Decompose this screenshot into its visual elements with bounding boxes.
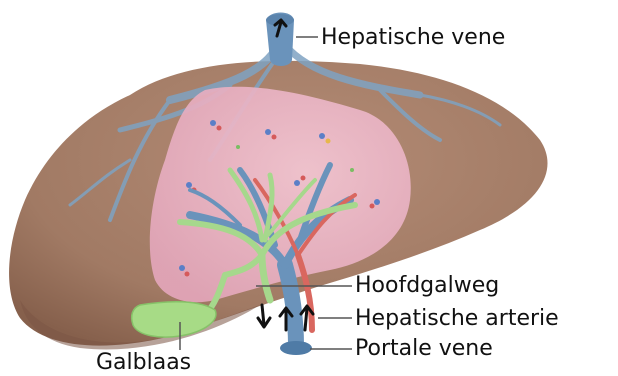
label-common-bile-duct: Hoofdgalweg (355, 274, 499, 298)
label-gallbladder: Galblaas (96, 351, 191, 375)
label-hepatic-vein: Hepatische vene (321, 26, 505, 50)
label-hepatic-artery: Hepatische arterie (355, 307, 559, 331)
portal-vein-opening (280, 341, 312, 355)
label-portal-vein: Portale vene (355, 337, 493, 361)
